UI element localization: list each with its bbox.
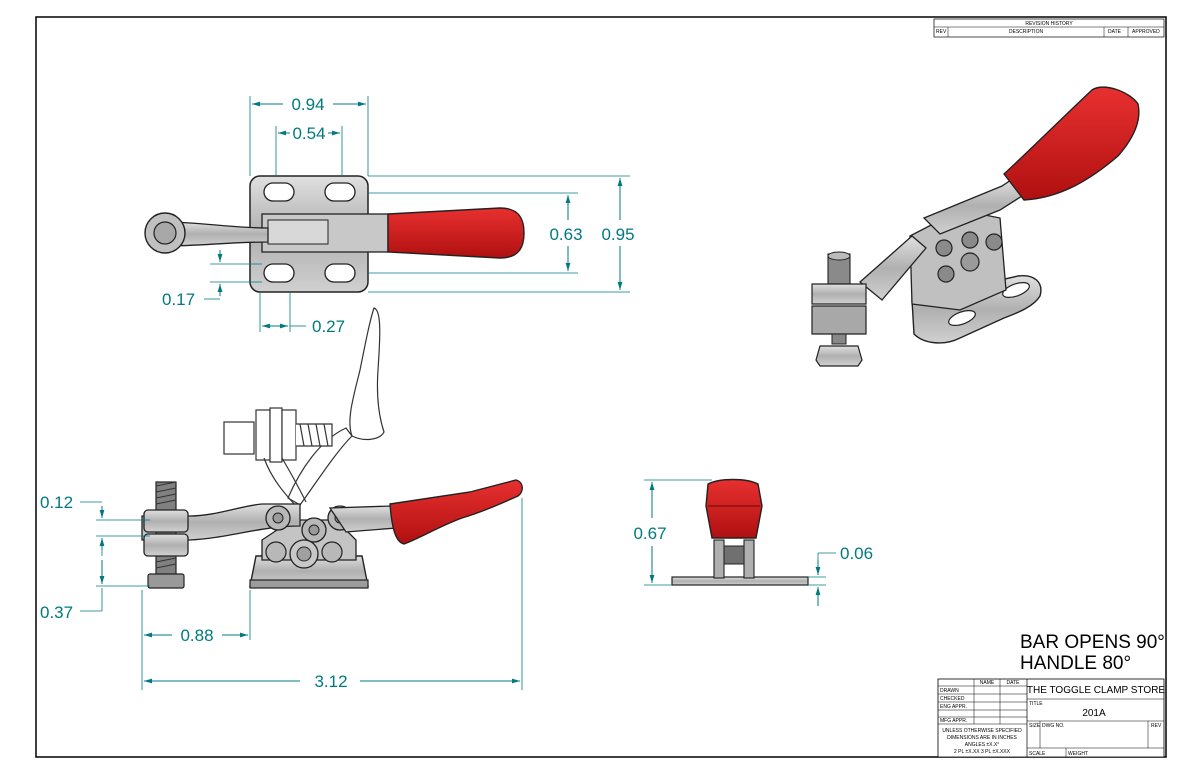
- tb-weight: WEIGHT: [1068, 751, 1088, 757]
- tb-tolerance-line1: UNLESS OTHERWISE SPECIFIED: [942, 728, 1022, 734]
- dim-end-base-thickness: 0.06: [840, 544, 873, 563]
- sheet-border: [35, 16, 1167, 758]
- end-view-dimensions: 0.67 0.06: [633, 479, 873, 606]
- tb-scale: SCALE: [1029, 751, 1046, 757]
- tb-eng-appr: ENG APPR.: [940, 704, 967, 710]
- dim-top-hole-offset-x: 0.27: [312, 317, 345, 336]
- tb-size: SIZE: [1029, 723, 1041, 729]
- dim-top-hole-spacing: 0.63: [549, 225, 582, 244]
- tb-mfg-appr: MFG APPR.: [940, 718, 967, 724]
- tb-date-header: DATE: [1007, 680, 1021, 686]
- tb-dwg-no: DWG NO.: [1042, 723, 1065, 729]
- tb-tolerance-line4: 2 PL ±X.XX 3 PL ±X.XXX: [954, 749, 1011, 755]
- revision-approved-header: APPROVED: [1132, 29, 1160, 35]
- revision-block: REVISION HISTORY REV DESCRIPTION DATE AP…: [933, 18, 1165, 38]
- dim-end-height: 0.67: [633, 524, 666, 543]
- tb-name-header: NAME: [980, 680, 995, 686]
- dim-top-outer-width: 0.94: [291, 95, 324, 114]
- tb-tolerance-line3: ANGLES ±X.X°: [965, 742, 999, 748]
- tb-title-label: TITLE: [1029, 701, 1043, 707]
- tb-part-number: 201A: [1082, 708, 1106, 719]
- tb-rev: REV: [1151, 723, 1162, 729]
- top-view-dimensions: 0.94 0.54 0.63 0.95 0.17 0.27: [162, 95, 635, 336]
- tb-tolerance-line2: DIMENSIONS ARE IN INCHES: [947, 735, 1017, 741]
- tb-company: THE TOGGLE CLAMP STORE: [1027, 685, 1166, 696]
- dim-side-base-offset: 0.88: [180, 626, 213, 645]
- revision-rev-header: REV: [936, 29, 947, 35]
- note-handle-angle: HANDLE 80°: [1020, 653, 1131, 674]
- end-view: [671, 478, 809, 586]
- dim-side-overall-length: 3.12: [314, 672, 347, 691]
- title-block: NAME DATE DRAWN CHECKED ENG APPR. MFG AP…: [937, 678, 1166, 758]
- revision-title: REVISION HISTORY: [1025, 21, 1073, 27]
- isometric-view: [811, 86, 1140, 367]
- dim-top-base-height: 0.95: [601, 225, 634, 244]
- side-view: [141, 307, 523, 589]
- side-view-dimensions: 0.12 0.37 0.88 3.12: [40, 493, 523, 691]
- top-view: [144, 175, 525, 293]
- tb-checked: CHECKED: [940, 696, 965, 702]
- note-bar-opens: BAR OPENS 90°: [1020, 632, 1165, 653]
- dim-top-hole-offset-y: 0.17: [162, 290, 195, 309]
- revision-date-header: DATE: [1108, 29, 1122, 35]
- dim-side-bar-offset: 0.12: [40, 493, 73, 512]
- tb-drawn: DRAWN: [940, 688, 959, 694]
- dim-top-inner-width: 0.54: [292, 124, 325, 143]
- revision-description-header: DESCRIPTION: [1009, 29, 1044, 35]
- dim-side-spindle-height: 0.37: [40, 603, 73, 622]
